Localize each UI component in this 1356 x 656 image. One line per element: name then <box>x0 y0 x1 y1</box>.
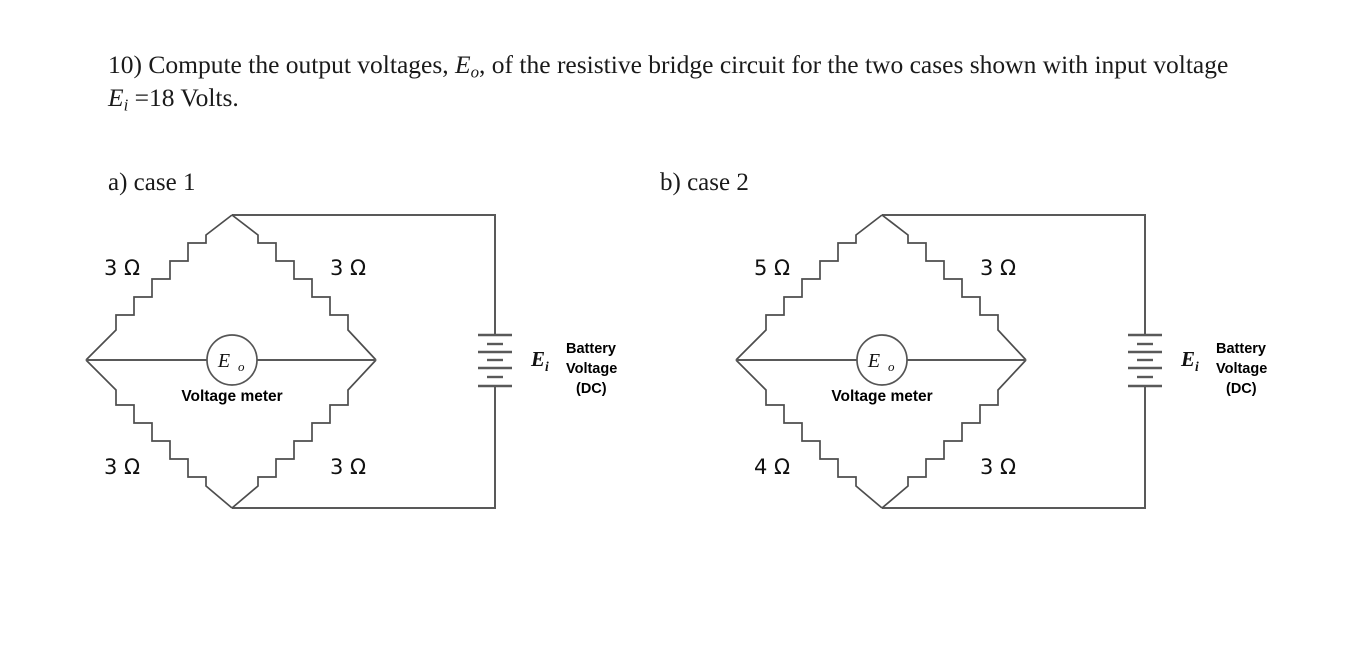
output-voltage-symbol-subscript: o <box>470 62 480 82</box>
battery-symbol-letter: E <box>1180 347 1195 371</box>
case-2-caption: b) case 2 <box>660 169 749 196</box>
case-1-caption: a) case 1 <box>108 169 196 196</box>
resistor-bottom-right <box>881 359 1027 509</box>
question-line1-part2: , of the resistive bridge circuit for th… <box>479 50 1089 79</box>
battery-label-line1: Battery <box>566 341 616 357</box>
voltage-meter-circle <box>206 334 258 386</box>
circuit-diagram-case-2: E o Voltage meter 5 Ω 3 Ω 4 Ω 3 Ω E i Ba… <box>728 198 1288 523</box>
resistor-label-top-left: 5 Ω <box>754 256 790 280</box>
output-voltage-symbol-letter: E <box>455 50 471 79</box>
voltage-meter-symbol: E <box>217 350 230 372</box>
battery-label-line2: Voltage <box>1216 361 1267 377</box>
voltage-meter-circle <box>856 334 908 386</box>
voltage-meter-caption: Voltage meter <box>831 388 932 405</box>
battery-symbol <box>478 333 512 388</box>
resistor-top-right <box>881 214 1027 361</box>
outer-wire-top <box>232 214 496 335</box>
voltage-meter-caption: Voltage meter <box>181 388 282 405</box>
battery-label-line3: (DC) <box>576 381 607 397</box>
battery-label-line1: Battery <box>1216 341 1266 357</box>
resistor-top-left <box>85 214 233 361</box>
resistor-bottom-right <box>231 359 377 509</box>
resistor-bottom-left <box>85 359 233 509</box>
resistor-label-bottom-right: 3 Ω <box>330 455 366 479</box>
battery-symbol-subscript: i <box>545 359 549 374</box>
battery-symbol <box>1128 333 1162 388</box>
input-voltage-symbol: Ei <box>108 83 129 115</box>
resistor-label-bottom-left: 3 Ω <box>104 455 140 479</box>
resistor-label-top-right: 3 Ω <box>980 256 1016 280</box>
outer-wire-bottom <box>232 386 496 509</box>
resistor-label-bottom-right: 3 Ω <box>980 455 1016 479</box>
battery-symbol-letter: E <box>530 347 545 371</box>
output-voltage-symbol: Eo <box>455 50 480 82</box>
outer-wire-bottom <box>882 386 1146 509</box>
resistor-top-right <box>231 214 377 361</box>
battery-symbol-subscript: i <box>1195 359 1199 374</box>
resistor-label-bottom-left: 4 Ω <box>754 455 790 479</box>
voltage-meter-symbol: E <box>867 350 880 372</box>
battery-label-line3: (DC) <box>1226 381 1257 397</box>
resistor-label-top-left: 3 Ω <box>104 256 140 280</box>
resistor-label-top-right: 3 Ω <box>330 256 366 280</box>
battery-label-line2: Voltage <box>566 361 617 377</box>
question-line2-part2: =18 Volts. <box>128 83 239 112</box>
voltage-meter-symbol-subscript: o <box>888 359 895 374</box>
input-voltage-symbol-subscript: i <box>123 95 129 115</box>
question-text: 10) Compute the output voltages, Eo, of … <box>108 48 1253 114</box>
input-voltage-symbol-letter: E <box>108 83 124 112</box>
outer-wire-top <box>882 214 1146 335</box>
circuit-diagram-case-1: E o Voltage meter 3 Ω 3 Ω 3 Ω 3 Ω E i Ba… <box>78 198 638 523</box>
question-line1-part1: 10) Compute the output voltages, <box>108 50 456 79</box>
voltage-meter-symbol-subscript: o <box>238 359 245 374</box>
question-line2-part1: input voltage <box>1094 50 1229 79</box>
resistor-top-left <box>735 214 883 361</box>
resistor-bottom-left <box>735 359 883 509</box>
